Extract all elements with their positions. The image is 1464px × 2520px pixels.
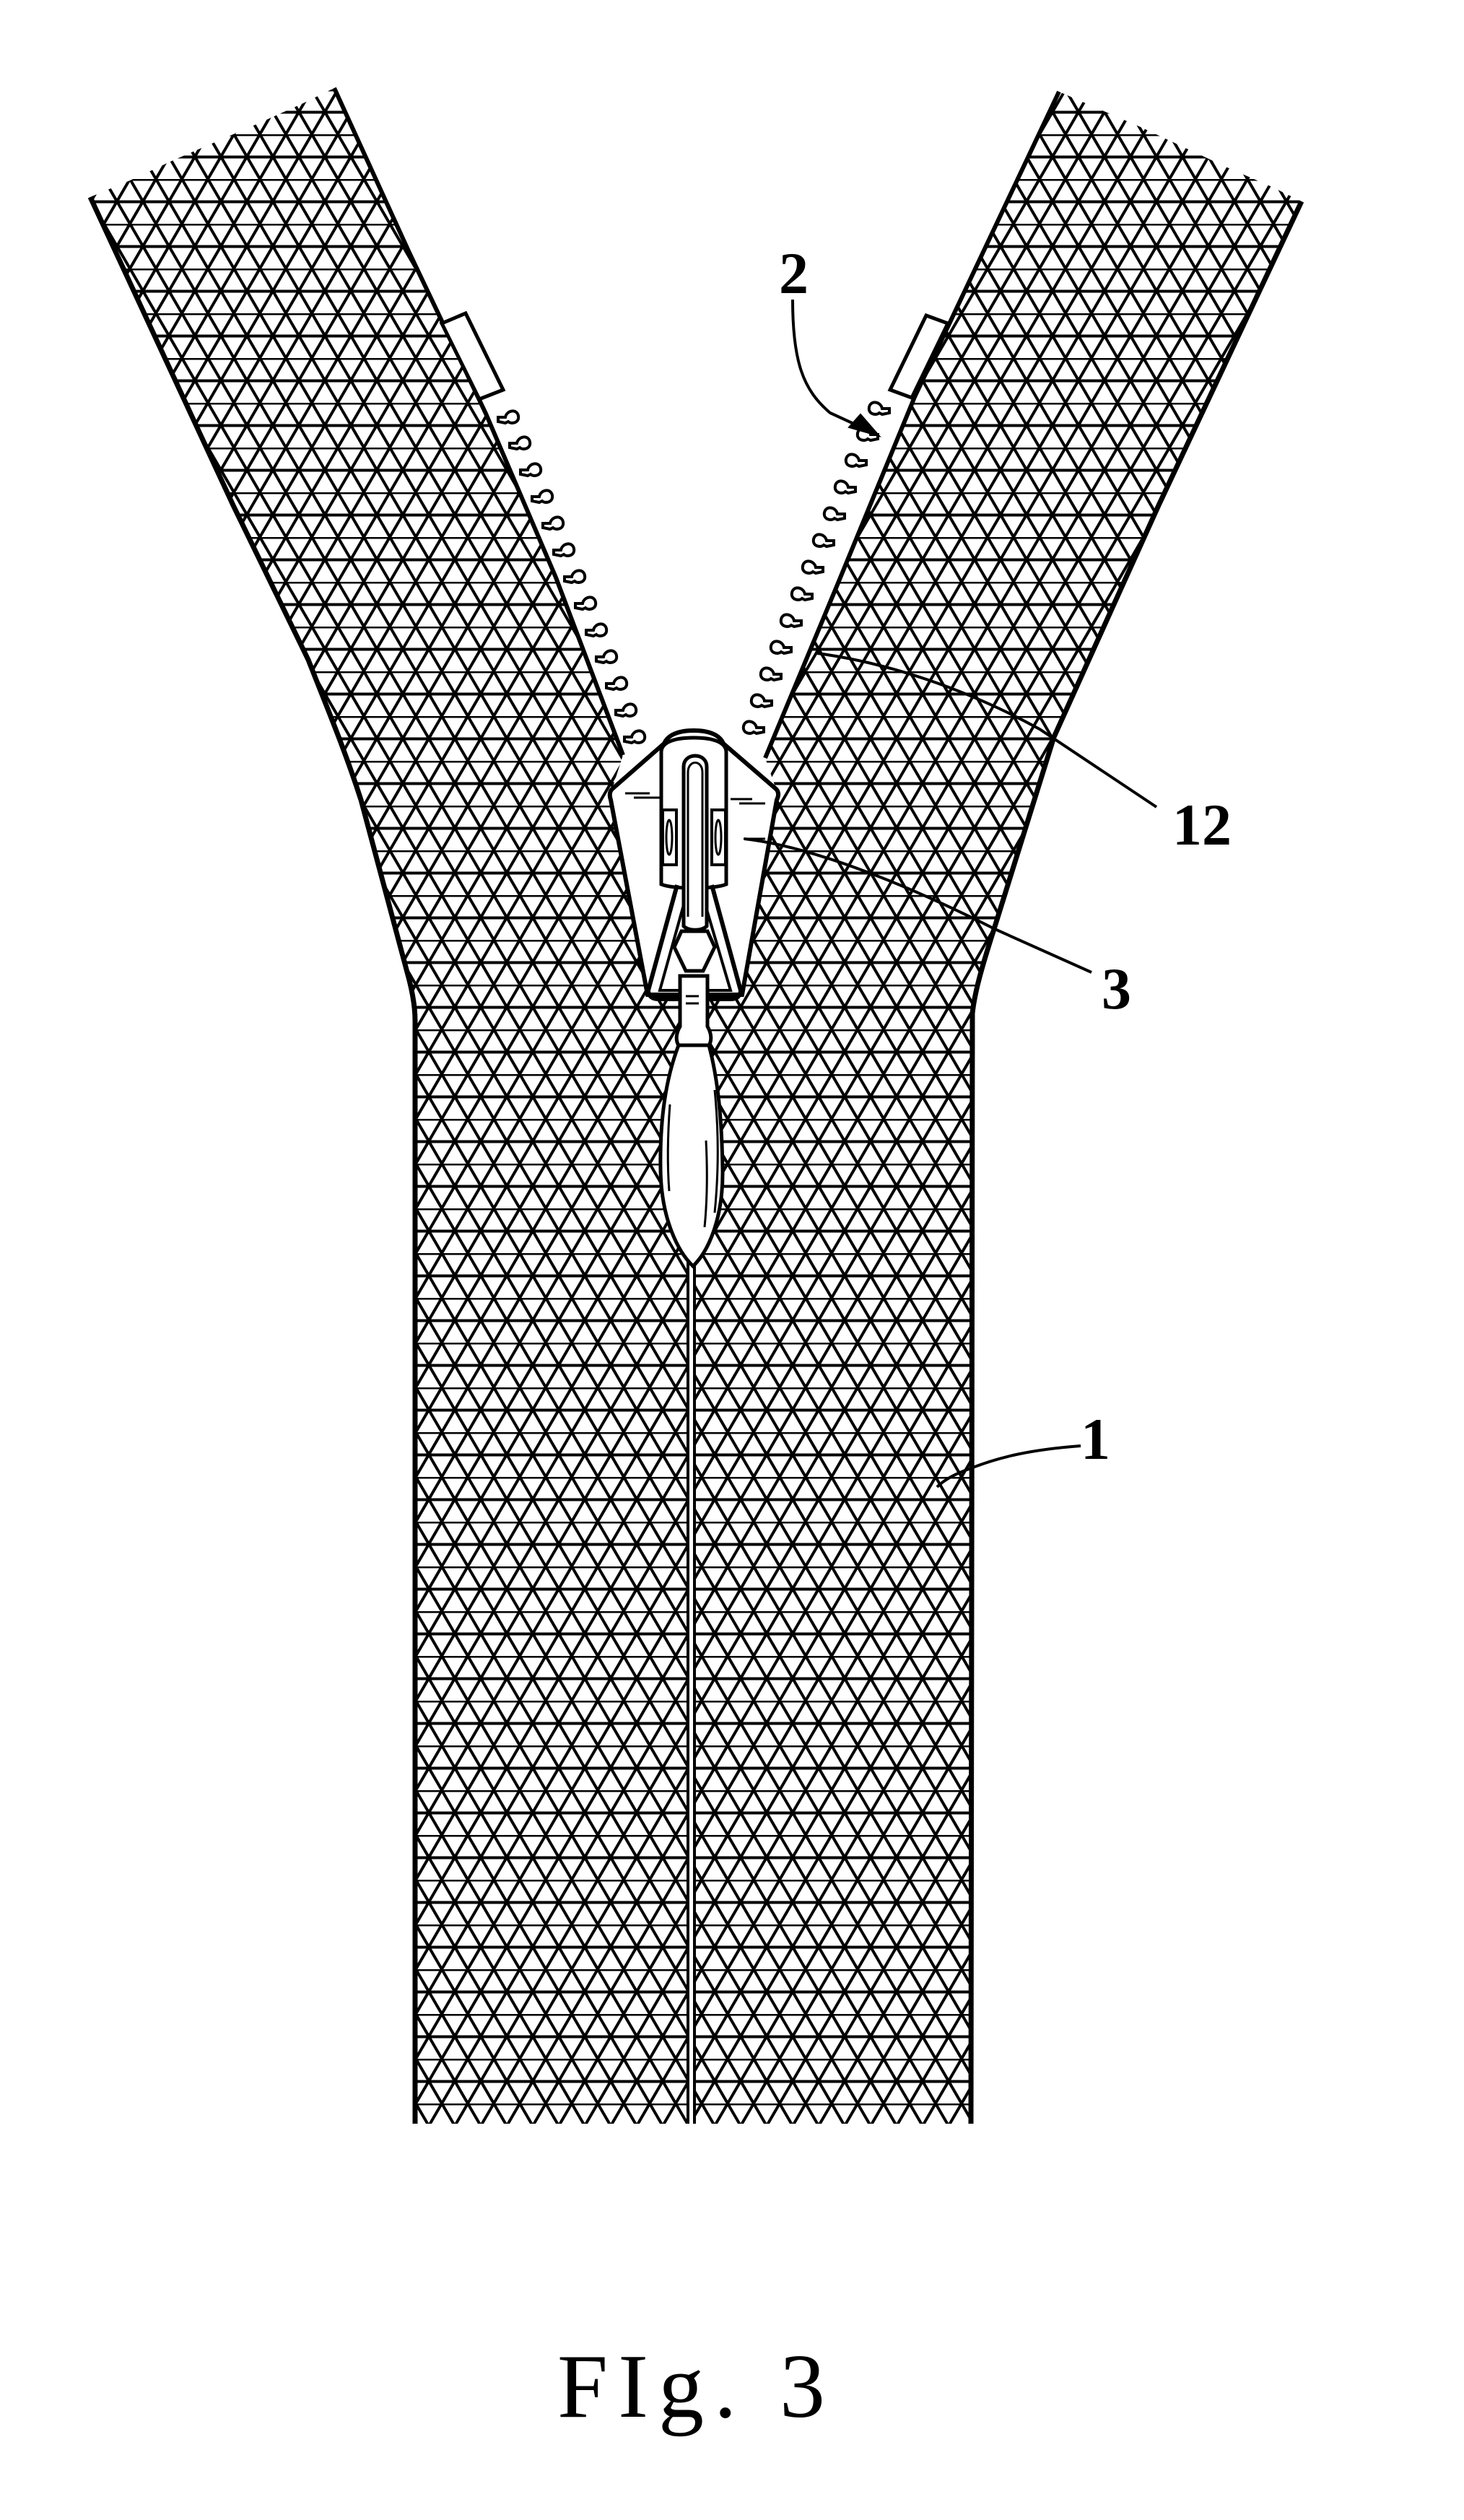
left-top-stop (439, 310, 506, 402)
arrowhead-2 (848, 413, 881, 437)
leader-12 (816, 652, 1158, 808)
right-tape-mesh (694, 92, 1302, 2124)
reference-label-2: 2 (779, 240, 809, 306)
leader-3 (744, 837, 1092, 974)
slider-neck (672, 929, 717, 973)
reference-label-12: 12 (1172, 792, 1232, 858)
left-tape-inner-edge (332, 87, 625, 757)
right-zipper-tape (694, 90, 1304, 2124)
zipper-pull-tab (658, 974, 725, 1269)
right-tape-inner-edge (763, 90, 1061, 759)
figure-caption: FIg. 3 (557, 2337, 836, 2437)
left-tape-outer-edge (87, 196, 418, 2124)
reference-label-1: 1 (1081, 1406, 1110, 1472)
right-zipper-teeth (741, 401, 891, 736)
center-seam (687, 1256, 696, 2124)
left-zipper-tape (87, 87, 687, 2124)
leader-2 (791, 299, 876, 435)
right-top-stop (887, 313, 951, 401)
leader-lines (744, 299, 1158, 1488)
pull-tab-stem (674, 974, 713, 1047)
reference-label-3: 3 (1102, 956, 1131, 1021)
left-zipper-teeth (497, 409, 647, 745)
pull-tab-teardrop (658, 1043, 725, 1269)
leader-1 (936, 1444, 1081, 1488)
left-tape-mesh (90, 88, 687, 2124)
